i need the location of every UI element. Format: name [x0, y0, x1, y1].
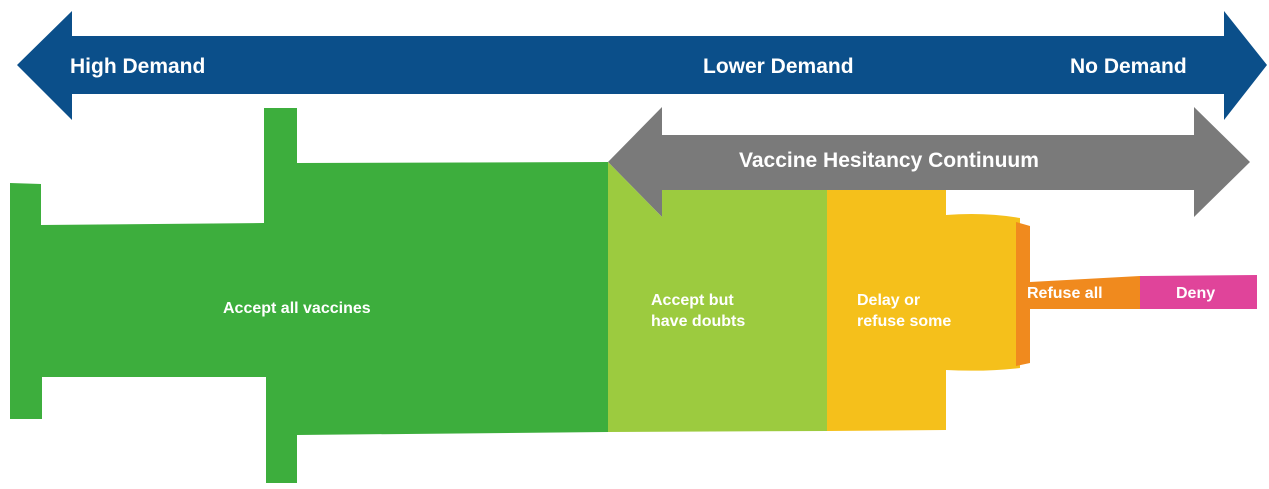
- refuse-all-label: Refuse all: [1027, 285, 1103, 302]
- accept-doubts-line2: have doubts: [651, 313, 746, 330]
- no-demand-label: No Demand: [1070, 55, 1187, 78]
- accept-all-label: Accept all vaccines: [223, 300, 371, 317]
- delay-refuse-label: Delay or refuse some: [857, 290, 951, 332]
- segment-delay-refuse: [827, 190, 1020, 431]
- segment-refuse-all: [1016, 222, 1140, 366]
- segment-deny: [1140, 275, 1257, 309]
- accept-doubts-label: Accept but have doubts: [651, 290, 745, 332]
- accept-doubts-line1: Accept but: [651, 292, 734, 309]
- continuum-arrow: [608, 107, 1250, 217]
- continuum-title: Vaccine Hesitancy Continuum: [739, 149, 1039, 172]
- deny-label: Deny: [1176, 285, 1216, 302]
- delay-refuse-line1: Delay or: [857, 292, 921, 309]
- delay-refuse-line2: refuse some: [857, 313, 952, 330]
- high-demand-label: High Demand: [70, 55, 206, 78]
- demand-arrow: [17, 11, 1267, 120]
- syringe-plunger-segment: [10, 108, 608, 483]
- segment-accept-doubts: [608, 162, 827, 432]
- lower-demand-label: Lower Demand: [703, 55, 854, 78]
